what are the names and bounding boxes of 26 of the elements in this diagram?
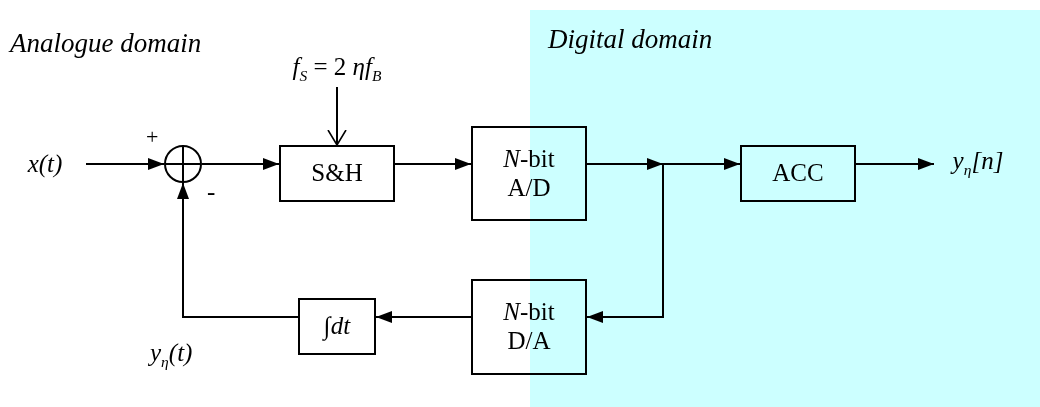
output-signal-label: y$_{η}$[n] (952, 147, 1004, 179)
feedback-arrow (177, 182, 299, 318)
edge-label: y$_{η}$(t) (150, 339, 193, 371)
block-label: ACC (772, 159, 824, 188)
block-label: ∫dt (323, 312, 351, 341)
signal-arrow (855, 158, 935, 170)
input-signal-label: x(t) (27, 149, 63, 179)
adc-block (471, 126, 587, 221)
signal-arrow (201, 158, 280, 170)
integrator-block (298, 298, 376, 355)
domain-label: Digital domain (546, 23, 713, 56)
sign-label: + (146, 124, 159, 150)
feedback-arrow (375, 311, 472, 323)
feedback-arrow (586, 163, 664, 323)
sample-hold-block (279, 145, 395, 202)
sign-label: - (207, 178, 216, 206)
domain-label: Analogue domain (10, 28, 202, 59)
block-label: S&H (311, 159, 363, 188)
signal-arrow (85, 158, 165, 170)
sampling-frequency-label: f$_{S}$ = 2 ηf$_{B}$ (292, 52, 382, 85)
accumulator-block (740, 145, 856, 202)
clock-arrow (327, 86, 347, 146)
block-label: N-bit A/D (502, 144, 556, 203)
signal-arrow (394, 158, 472, 170)
dac-block (471, 279, 587, 375)
block-label: N-bit D/A (502, 298, 556, 356)
